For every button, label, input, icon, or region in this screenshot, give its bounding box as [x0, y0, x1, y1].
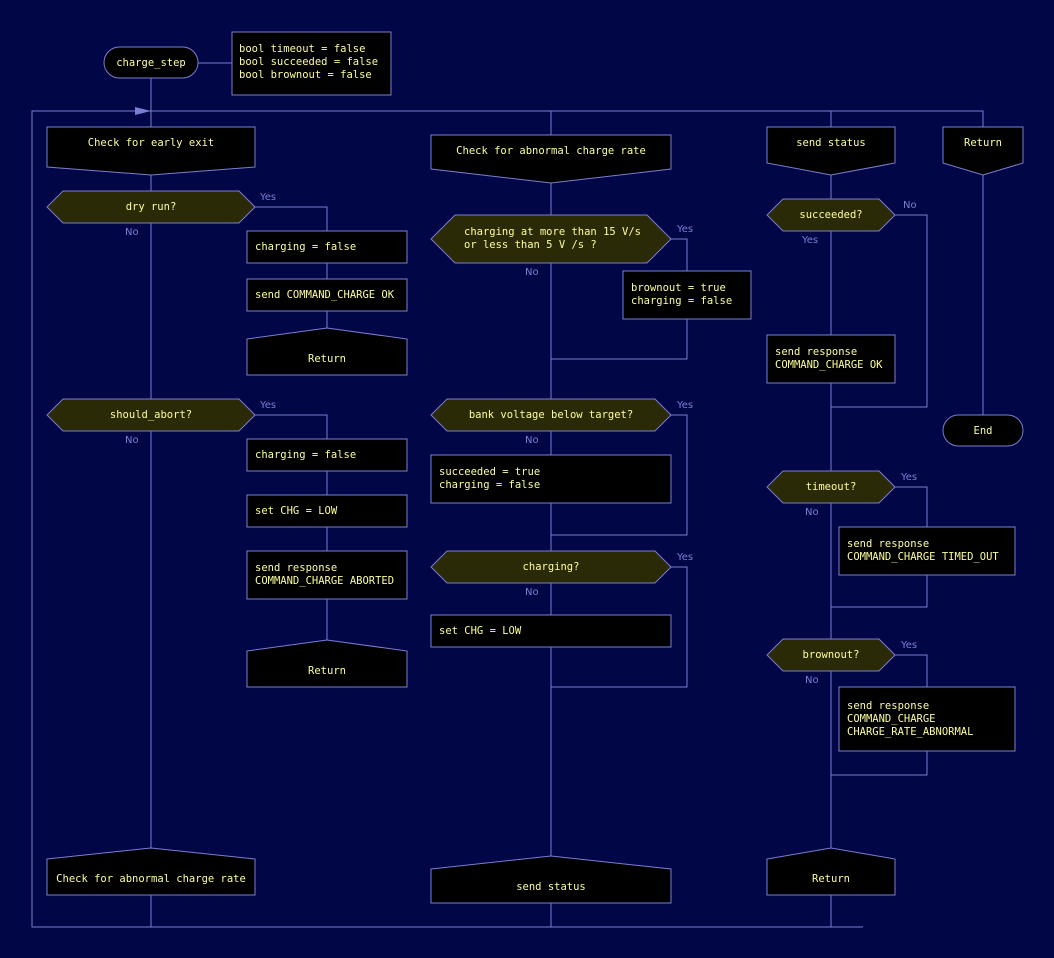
succeeded-question: succeeded? [799, 209, 862, 221]
return-dry-run[interactable]: Return [246, 327, 408, 376]
col2-header[interactable]: Check for abnormal charge rate [430, 134, 672, 184]
action-text: set CHG = LOW [255, 505, 338, 517]
action-send-charge-ok[interactable]: send COMMAND_CHARGE OK [246, 278, 408, 312]
action-text: COMMAND_CHARGE TIMED_OUT [847, 551, 999, 563]
action-text: COMMAND_CHARGE [847, 713, 936, 725]
col1-header-label: Check for early exit [88, 137, 214, 149]
action-text: brownout = true [631, 282, 726, 294]
brownout-question: brownout? [803, 649, 860, 661]
abnormal-question-line-1: charging at more than 15 V/s [464, 226, 641, 238]
action-text: CHARGE_RATE_ABNORMAL [847, 726, 973, 738]
return-abort[interactable]: Return [246, 639, 408, 688]
decision-timeout[interactable]: timeout? [766, 470, 896, 504]
action-brownout-true[interactable]: brownout = true charging = false [622, 270, 752, 320]
col2-footer[interactable]: send status [430, 855, 672, 904]
start-terminal[interactable]: charge_step [103, 46, 199, 79]
action-set-chg-low[interactable]: set CHG = LOW [246, 494, 408, 528]
action-text: send response [847, 538, 929, 550]
return-label: Return [308, 353, 346, 365]
variable-line-3: bool brownout = false [239, 69, 372, 81]
dry-run-question: dry run? [126, 201, 177, 213]
decision-succeeded[interactable]: succeeded? [766, 198, 896, 232]
start-label: charge_step [116, 57, 186, 69]
should-abort-no-label: No [125, 435, 139, 446]
return-label: Return [308, 665, 346, 677]
action-succeeded-true[interactable]: succeeded = true charging = false [430, 454, 672, 504]
brownout-yes-label: Yes [900, 640, 917, 651]
action-text: send response [255, 562, 337, 574]
col1-footer[interactable]: Check for abnormal charge rate [46, 847, 256, 896]
col3-footer-label: Return [812, 873, 850, 885]
decision-brownout[interactable]: brownout? [766, 638, 896, 672]
action-text: charging = false [631, 295, 732, 307]
bank-yes-label: Yes [676, 400, 693, 411]
abnormal-yes-label: Yes [676, 224, 693, 235]
action-col2-set-chg-low[interactable]: set CHG = LOW [430, 614, 672, 648]
should-abort-question: should_abort? [110, 409, 192, 421]
end-label: End [974, 425, 993, 437]
should-abort-yes-label: Yes [259, 400, 276, 411]
action-text: charging = false [255, 449, 356, 461]
action-abort-charging-false[interactable]: charging = false [246, 438, 408, 472]
abnormal-no-label: No [525, 267, 539, 278]
col3-header-label: send status [796, 137, 866, 149]
action-text: charging = false [255, 241, 356, 253]
col2-footer-label: send status [516, 881, 586, 893]
timeout-no-label: No [805, 507, 819, 518]
action-dry-run-charging-false[interactable]: charging = false [246, 230, 408, 264]
col1-footer-label: Check for abnormal charge rate [56, 873, 246, 885]
action-send-timed-out[interactable]: send response COMMAND_CHARGE TIMED_OUT [838, 526, 1016, 576]
succeeded-yes-label: Yes [801, 235, 818, 246]
action-send-rate-abnormal[interactable]: send response COMMAND_CHARGE CHARGE_RATE… [838, 686, 1016, 752]
col2-header-label: Check for abnormal charge rate [456, 145, 646, 157]
timeout-question: timeout? [806, 481, 857, 493]
action-text: send COMMAND_CHARGE OK [255, 289, 395, 301]
connector-lines [31, 62, 984, 928]
variable-line-1: bool timeout = false [239, 43, 365, 55]
dry-run-no-label: No [125, 227, 139, 238]
action-text: COMMAND_CHARGE ABORTED [255, 575, 394, 587]
decision-abnormal-rate[interactable]: charging at more than 15 V/s or less tha… [430, 214, 672, 264]
col1-header[interactable]: Check for early exit [46, 126, 256, 176]
col4-header-label: Return [964, 137, 1002, 149]
variables-box[interactable]: bool timeout = false bool succeeded = fa… [231, 31, 392, 96]
end-terminal[interactable]: End [942, 414, 1024, 447]
action-send-response-ok[interactable]: send response COMMAND_CHARGE OK [766, 334, 896, 384]
decision-charging[interactable]: charging? [430, 550, 672, 584]
variable-line-2: bool succeeded = false [239, 56, 378, 68]
bank-question: bank voltage below target? [469, 409, 633, 421]
charging-question: charging? [523, 561, 580, 573]
timeout-yes-label: Yes [900, 472, 917, 483]
loop-entry-arrow-icon [135, 107, 151, 115]
brownout-no-label: No [805, 675, 819, 686]
action-send-charge-aborted[interactable]: send response COMMAND_CHARGE ABORTED [246, 550, 408, 600]
decision-should-abort[interactable]: should_abort? [46, 398, 256, 432]
col4-header[interactable]: Return [942, 126, 1024, 176]
bank-no-label: No [525, 435, 539, 446]
abnormal-question-line-2: or less than 5 V /s ? [464, 239, 597, 251]
decision-bank-voltage[interactable]: bank voltage below target? [430, 398, 672, 432]
action-text: COMMAND_CHARGE OK [775, 359, 883, 371]
charging-no-label: No [525, 587, 539, 598]
dry-run-yes-label: Yes [259, 192, 276, 203]
action-text: send response [847, 700, 929, 712]
action-text: send response [775, 346, 857, 358]
col3-footer[interactable]: Return [766, 847, 896, 896]
action-text: succeeded = true [439, 466, 540, 478]
charging-yes-label: Yes [676, 552, 693, 563]
action-text: set CHG = LOW [439, 625, 522, 637]
col3-header[interactable]: send status [766, 126, 896, 176]
action-text: charging = false [439, 479, 540, 491]
decision-dry-run[interactable]: dry run? [46, 190, 256, 224]
succeeded-no-label: No [903, 200, 917, 211]
